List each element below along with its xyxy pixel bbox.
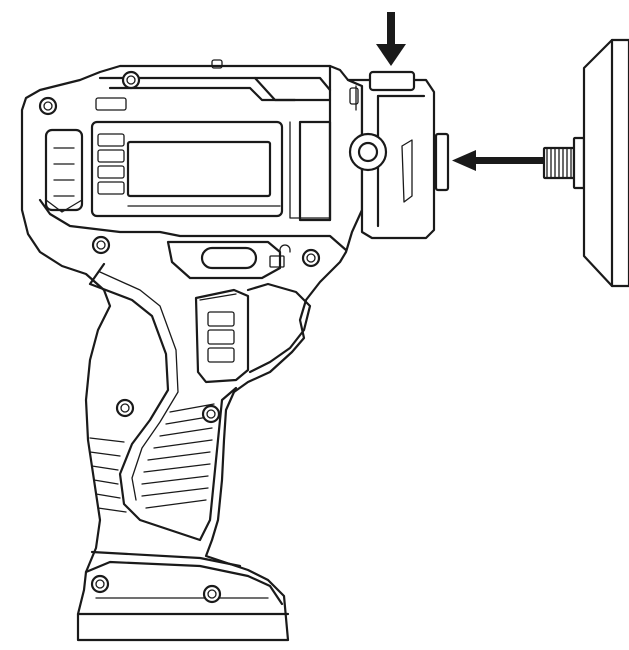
side-panel: [90, 120, 284, 218]
rear-vent: [44, 128, 84, 212]
tool-head: [346, 70, 450, 240]
unlock-icon: [269, 244, 291, 268]
sanding-pad-icon: [542, 38, 629, 288]
arrow-down-icon: [376, 12, 406, 66]
housing-screws: [38, 70, 321, 604]
trigger-guard: [246, 282, 312, 374]
arrow-left-icon: [452, 150, 544, 171]
head-knob: [348, 132, 388, 172]
threaded-shank: [542, 146, 576, 180]
battery-mount: [84, 560, 284, 606]
top-nub: [211, 59, 223, 69]
drill-driver-icon: [20, 59, 364, 642]
pad-hub: [572, 136, 586, 190]
top-slot: [95, 97, 127, 111]
spindle-lock-button[interactable]: [368, 70, 416, 92]
direction-switch: [166, 240, 282, 280]
handle-grip-inner: [88, 262, 238, 542]
rear-grip-ribs: [89, 437, 127, 513]
trigger[interactable]: [194, 288, 250, 384]
side-window: [126, 140, 272, 198]
top-rim: [98, 76, 332, 92]
grip-ribs: [141, 403, 215, 509]
pad-disc: [582, 38, 629, 288]
direction-switch-button: [200, 246, 258, 270]
output-spindle: [434, 132, 450, 192]
mid-body-line: [38, 198, 348, 252]
top-notch: [253, 76, 297, 102]
drill-housing-outline: [20, 64, 364, 642]
